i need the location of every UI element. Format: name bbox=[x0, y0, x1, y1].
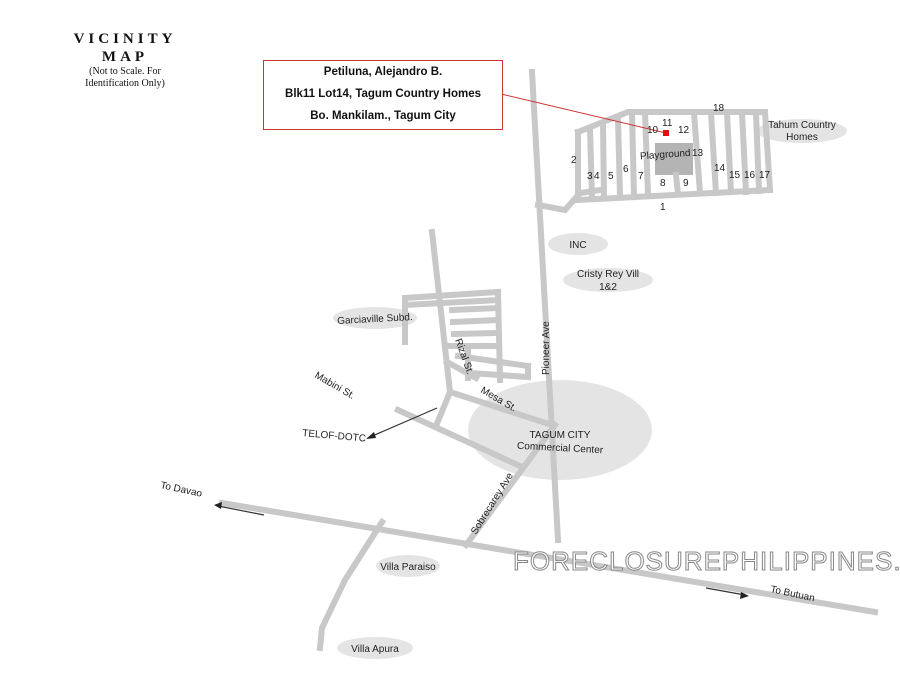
playground-area bbox=[655, 143, 693, 175]
watermark: FORECLOSUREPHILIPPINES.COM bbox=[512, 546, 900, 577]
lot-numbers: 1 2 3 4 5 6 7 8 9 10 11 12 13 14 15 16 1… bbox=[571, 103, 771, 213]
inc-label: INC bbox=[569, 240, 586, 251]
scale-note-1: (Not to Scale. For bbox=[89, 66, 161, 77]
lot-number: 18 bbox=[713, 103, 725, 114]
davao-arrow bbox=[217, 505, 265, 516]
villa-apura-area bbox=[337, 637, 413, 659]
property-address: Bo. Mankilam., Tagum City bbox=[310, 110, 456, 122]
lot-number: 4 bbox=[594, 171, 600, 182]
lot-number: 15 bbox=[729, 170, 741, 181]
inc-area bbox=[548, 233, 608, 255]
lot-number: 1 bbox=[660, 202, 666, 213]
lot-number: 9 bbox=[683, 178, 689, 189]
butuan-arrow bbox=[705, 587, 746, 596]
lot-number: 17 bbox=[759, 170, 771, 181]
lot-number: 2 bbox=[571, 155, 577, 166]
map-title: VICINITY MAP (Not to Scale. For Identifi… bbox=[60, 30, 190, 90]
owner-name: Petiluna, Alejandro B. bbox=[323, 66, 443, 78]
lot-number: 7 bbox=[638, 171, 644, 182]
telof-arrow bbox=[369, 407, 438, 438]
property-marker bbox=[663, 130, 669, 136]
lot-info: Blk11 Lot14, Tagum Country Homes bbox=[285, 88, 481, 100]
commercial-label-2: Commercial Center bbox=[517, 441, 604, 457]
lot-number: 10 bbox=[647, 125, 659, 136]
title-line-1: VICINITY bbox=[73, 31, 177, 47]
scale-note-2: Identification Only) bbox=[85, 78, 165, 89]
to-davao-label: To Davao bbox=[159, 480, 203, 500]
roads bbox=[218, 68, 879, 652]
title-line-2: MAP bbox=[101, 49, 149, 65]
pioneer-ave-label: Pioneer Ave bbox=[541, 321, 552, 375]
lot-number: 3 bbox=[587, 171, 593, 182]
lot-number: 8 bbox=[660, 178, 666, 189]
commercial-label: TAGUM CITY bbox=[530, 430, 591, 441]
villa-paraiso-area bbox=[376, 555, 440, 577]
lot-number: 6 bbox=[623, 164, 629, 175]
villa-paraiso-label: Villa Paraiso bbox=[380, 562, 436, 573]
cristy-label: Cristy Rey Vill bbox=[577, 269, 639, 280]
lot-number: 16 bbox=[744, 170, 756, 181]
lot-number: 5 bbox=[608, 171, 614, 182]
playground-label: Playground bbox=[640, 148, 691, 163]
property-callout: Petiluna, Alejandro B. Blk11 Lot14, Tagu… bbox=[263, 60, 503, 130]
telof-label: TELOF-DOTC bbox=[302, 428, 367, 445]
callout-line bbox=[500, 93, 667, 134]
sobrecarey-ave-label: Sobrecarey Ave bbox=[469, 471, 516, 537]
lot-number: 11 bbox=[662, 118, 673, 129]
cristy-area bbox=[563, 268, 653, 292]
commercial-center-area bbox=[468, 380, 652, 480]
mabini-st-label: Mabini St. bbox=[313, 370, 357, 402]
tahum-label-2: Homes bbox=[786, 132, 818, 143]
lot-number: 13 bbox=[692, 148, 704, 159]
lot-number: 14 bbox=[714, 163, 726, 174]
garciaville-label: Garciaville Subd. bbox=[337, 312, 413, 327]
garciaville-area bbox=[333, 307, 417, 329]
cristy-label-2: 1&2 bbox=[599, 282, 617, 293]
tahum-area bbox=[757, 119, 847, 143]
villa-apura-label: Villa Apura bbox=[351, 644, 399, 655]
lot-number: 12 bbox=[678, 125, 690, 136]
tahum-label: Tahum Country bbox=[768, 120, 836, 131]
to-butuan-label: To Butuan bbox=[769, 584, 815, 604]
